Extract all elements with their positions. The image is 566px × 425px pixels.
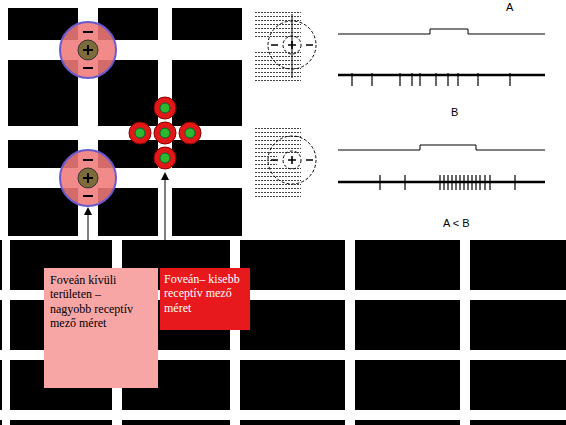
black-field	[8, 8, 242, 236]
receptive-field-center	[283, 151, 301, 169]
surround	[60, 22, 116, 78]
center	[135, 128, 145, 138]
large-receptive-field	[60, 22, 116, 78]
leader-arrows	[84, 172, 169, 264]
hermann-grid	[0, 240, 566, 425]
panel-letter: A	[506, 1, 513, 13]
leader-line	[165, 177, 166, 264]
plus-symbol	[83, 45, 93, 55]
leader-line	[88, 212, 89, 264]
center	[78, 168, 98, 188]
recording-a	[255, 12, 545, 86]
stimulus-trace	[338, 145, 545, 150]
minus-symbol	[83, 32, 93, 68]
center	[160, 153, 170, 163]
minus-symbol	[271, 44, 313, 46]
arrowhead	[84, 207, 92, 215]
small-field	[129, 122, 151, 144]
red-label-box: Foveán– kisebb receptív mező méret	[160, 268, 250, 330]
box-text: Foveán– kisebb receptív mező méret	[164, 272, 244, 315]
center	[160, 128, 170, 138]
large-receptive-field	[60, 150, 116, 206]
plus-symbol	[288, 156, 296, 164]
white-bar	[8, 168, 242, 188]
pink-label-box: Foveán kívüli területen – nagyobb recept…	[44, 268, 158, 388]
small-field	[154, 147, 176, 169]
surround	[129, 122, 151, 144]
arrowhead	[161, 172, 169, 180]
white-bar	[8, 126, 242, 140]
white-bar	[2, 240, 10, 425]
receptive-field-outline	[268, 136, 316, 184]
panel-letter: B	[451, 106, 458, 118]
white-bar	[8, 40, 242, 60]
center	[78, 40, 98, 60]
surround	[154, 147, 176, 169]
plus-symbol	[83, 173, 93, 183]
stimulus-hatch	[255, 167, 301, 197]
center	[160, 103, 170, 113]
spike-train	[352, 73, 510, 86]
surround	[154, 122, 176, 144]
surround	[60, 150, 116, 206]
white-bar	[345, 240, 355, 425]
small-receptive-fields	[129, 97, 201, 169]
white-bar	[0, 410, 566, 420]
white-bar	[460, 240, 470, 425]
receptive-field-outline	[268, 21, 316, 69]
comparison-note: A < B	[443, 217, 470, 229]
box-text: Foveán kívüli területen – nagyobb recept…	[50, 273, 134, 331]
spike-train	[380, 175, 515, 190]
surround	[154, 97, 176, 119]
recording-b	[255, 127, 545, 197]
stimulus-trace	[338, 29, 545, 34]
black-field	[0, 240, 566, 425]
minus-symbol	[83, 160, 93, 196]
surround	[179, 122, 201, 144]
small-field	[154, 122, 176, 144]
small-field	[179, 122, 201, 144]
small-field	[154, 97, 176, 119]
minus-symbol	[271, 159, 313, 161]
grid-closeup	[8, 8, 242, 236]
receptive-field-center	[283, 36, 301, 54]
center	[185, 128, 195, 138]
spike-baseline	[338, 74, 545, 77]
stimulus-hatch	[255, 52, 301, 82]
spike-baseline	[338, 181, 545, 184]
plus-symbol	[288, 41, 296, 49]
